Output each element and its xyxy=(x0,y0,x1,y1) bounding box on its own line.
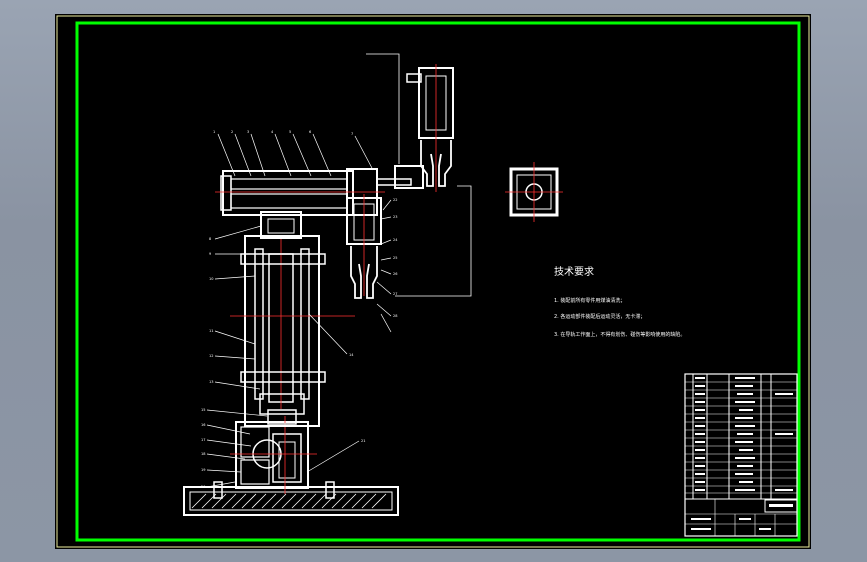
drawing-sheet[interactable]: 1 2 3 4 5 6 7 8 9 10 11 12 13 14 15 16 1… xyxy=(55,14,811,549)
balloon: 12 xyxy=(209,354,213,358)
balloon: 9 xyxy=(209,252,211,256)
balloon: 11 xyxy=(209,329,213,333)
balloon: 19 xyxy=(201,468,205,472)
balloon: 2 xyxy=(231,130,233,134)
balloon: 10 xyxy=(209,277,213,281)
outer-frame xyxy=(56,15,810,548)
balloon: 23 xyxy=(393,215,397,219)
balloon: 4 xyxy=(271,130,274,134)
note-line: 3. 在导轨工作面上，不得有划伤、碰伤等影响使用的缺陷。 xyxy=(554,331,685,338)
balloon: 22 xyxy=(393,198,397,202)
balloon: 17 xyxy=(201,438,205,442)
balloon: 21 xyxy=(361,439,365,443)
drawing-canvas: 1 2 3 4 5 6 7 8 9 10 11 12 13 14 15 16 1… xyxy=(56,15,810,548)
balloon: 8 xyxy=(209,237,211,241)
border-frame xyxy=(75,21,801,542)
balloon: 16 xyxy=(201,423,205,427)
balloon: 28 xyxy=(393,314,397,318)
balloon: 1 xyxy=(213,130,215,134)
balloon: 18 xyxy=(201,452,205,456)
base-plate xyxy=(183,481,399,516)
lift-column xyxy=(230,211,355,427)
balloon: 24 xyxy=(393,238,398,242)
section-detail xyxy=(505,162,563,222)
horizontal-arm xyxy=(215,165,424,216)
balloon: 26 xyxy=(393,272,397,276)
part-balloons: 1 2 3 4 5 6 7 8 9 10 11 12 13 14 15 16 1… xyxy=(201,130,398,489)
leader-lines xyxy=(206,133,392,488)
balloon: 3 xyxy=(247,130,249,134)
balloon: 20 xyxy=(201,485,205,489)
balloon: 15 xyxy=(201,408,205,412)
title-block xyxy=(684,373,798,537)
balloon: 25 xyxy=(393,256,397,260)
technical-notes: 技术要求 1. 装配前所有零件用煤油清洗； 2. 各运动部件装配后运动灵活，无卡… xyxy=(554,265,685,338)
balloon: 14 xyxy=(349,353,354,357)
gripper-upper xyxy=(366,53,472,297)
note-line: 2. 各运动部件装配后运动灵活，无卡滞； xyxy=(554,313,645,320)
lower-gearbox xyxy=(230,416,317,494)
notes-heading: 技术要求 xyxy=(554,265,594,278)
balloon: 6 xyxy=(309,130,311,134)
balloon: 27 xyxy=(393,292,397,296)
note-line: 1. 装配前所有零件用煤油清洗； xyxy=(554,297,625,304)
balloon: 13 xyxy=(209,380,213,384)
balloon: 7 xyxy=(351,132,353,136)
gripper-lower xyxy=(346,194,382,299)
balloon: 5 xyxy=(289,130,291,134)
